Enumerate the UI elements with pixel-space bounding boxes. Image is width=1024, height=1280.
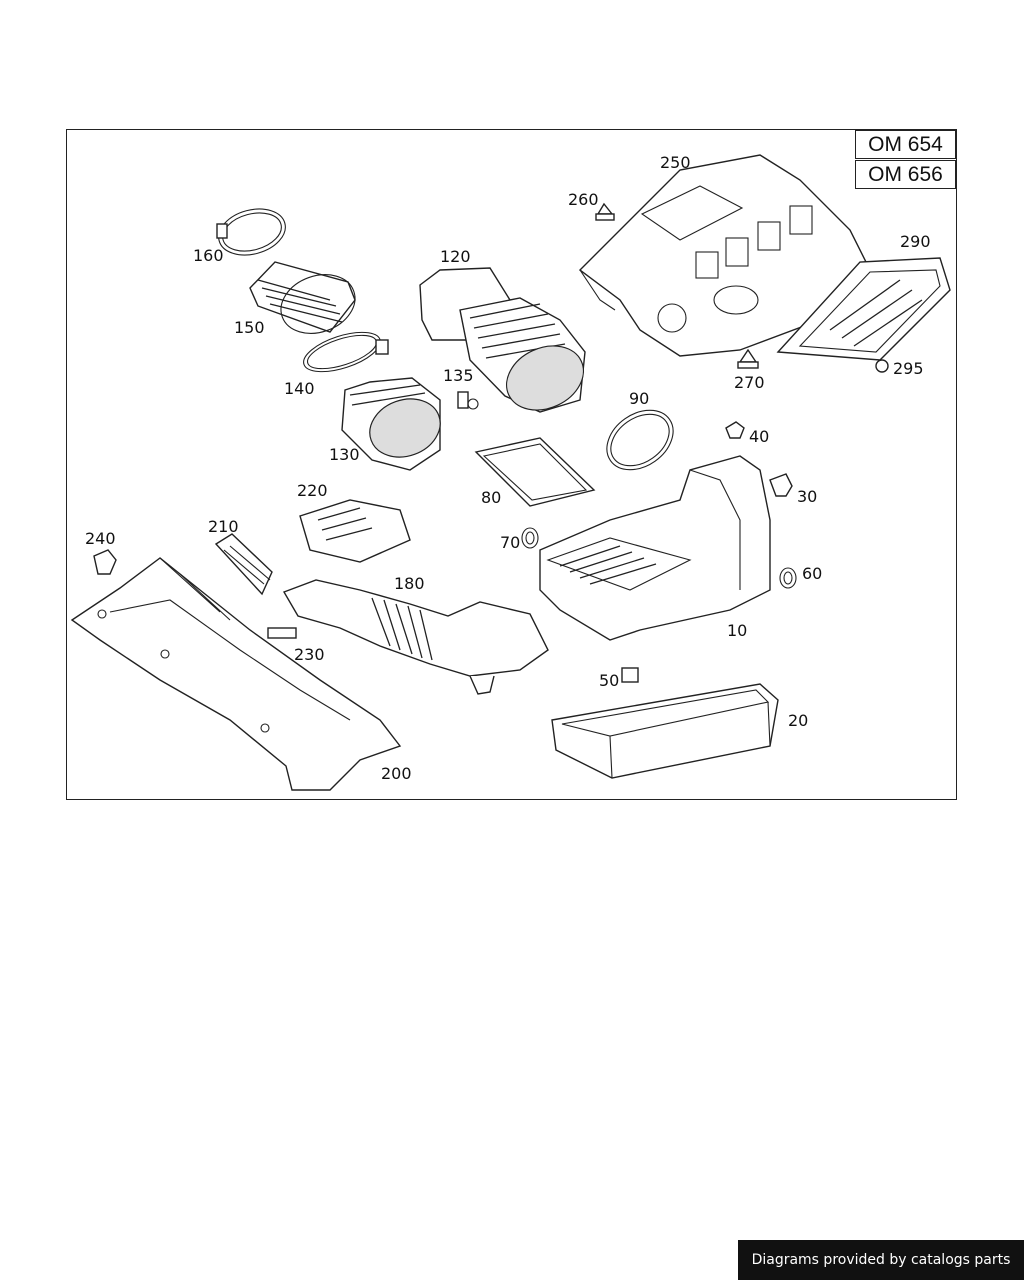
- part-number-230: 230: [294, 645, 325, 664]
- part-270-grommet[interactable]: [737, 348, 759, 369]
- part-number-250: 250: [660, 153, 691, 172]
- part-number-80: 80: [481, 488, 502, 507]
- part-number-260: 260: [568, 190, 599, 209]
- part-number-270: 270: [734, 373, 765, 392]
- footer-credit: Diagrams provided by catalogs parts: [738, 1240, 1024, 1280]
- part-120-intake-hose[interactable]: [419, 267, 594, 422]
- part-number-20: 20: [788, 711, 809, 730]
- part-240-clip[interactable]: [93, 549, 117, 575]
- part-290-cover-plate[interactable]: [776, 257, 951, 361]
- part-number-210: 210: [208, 517, 239, 536]
- part-70-grommet[interactable]: [521, 527, 539, 549]
- part-80-seal-frame[interactable]: [474, 437, 596, 507]
- part-number-60: 60: [802, 564, 823, 583]
- part-number-240: 240: [85, 529, 116, 548]
- part-number-50: 50: [599, 671, 620, 690]
- part-number-90: 90: [629, 389, 650, 408]
- part-60-grommet[interactable]: [779, 567, 797, 589]
- part-140-seal-ring[interactable]: [299, 324, 389, 379]
- part-number-160: 160: [193, 246, 224, 265]
- part-150-bellows-hose[interactable]: [249, 261, 363, 343]
- diagram-frame: [66, 129, 957, 800]
- part-30-sensor[interactable]: [769, 473, 793, 497]
- part-90-seal-ring[interactable]: [596, 398, 685, 482]
- part-10-filter-housing[interactable]: [539, 455, 771, 641]
- part-20-filter-element[interactable]: [551, 683, 779, 779]
- part-number-290: 290: [900, 232, 931, 251]
- part-number-150: 150: [234, 318, 265, 337]
- part-number-40: 40: [749, 427, 770, 446]
- model-label-om654: OM 654: [855, 130, 956, 159]
- part-number-10: 10: [727, 621, 748, 640]
- part-260-grommet[interactable]: [595, 202, 615, 221]
- part-number-140: 140: [284, 379, 315, 398]
- part-250-engine-cover[interactable]: [578, 154, 871, 357]
- part-210-vent-grid[interactable]: [214, 533, 273, 596]
- part-230-label[interactable]: [267, 627, 297, 639]
- part-40-clip[interactable]: [725, 421, 745, 439]
- part-number-30: 30: [797, 487, 818, 506]
- part-number-130: 130: [329, 445, 360, 464]
- part-220-connector[interactable]: [299, 499, 411, 563]
- part-295-nut[interactable]: [875, 359, 889, 373]
- part-number-295: 295: [893, 359, 924, 378]
- part-180-intake-pipe[interactable]: [282, 579, 549, 695]
- part-130-intake-duct[interactable]: [341, 377, 448, 471]
- part-200-duct[interactable]: [70, 557, 402, 791]
- part-50-mount[interactable]: [621, 667, 639, 683]
- part-number-180: 180: [394, 574, 425, 593]
- part-135-sensor[interactable]: [457, 391, 479, 410]
- model-label-om656: OM 656: [855, 160, 956, 189]
- part-number-120: 120: [440, 247, 471, 266]
- part-160-clamp[interactable]: [213, 202, 290, 262]
- part-number-200: 200: [381, 764, 412, 783]
- part-number-220: 220: [297, 481, 328, 500]
- part-number-70: 70: [500, 533, 521, 552]
- part-number-135: 135: [443, 366, 474, 385]
